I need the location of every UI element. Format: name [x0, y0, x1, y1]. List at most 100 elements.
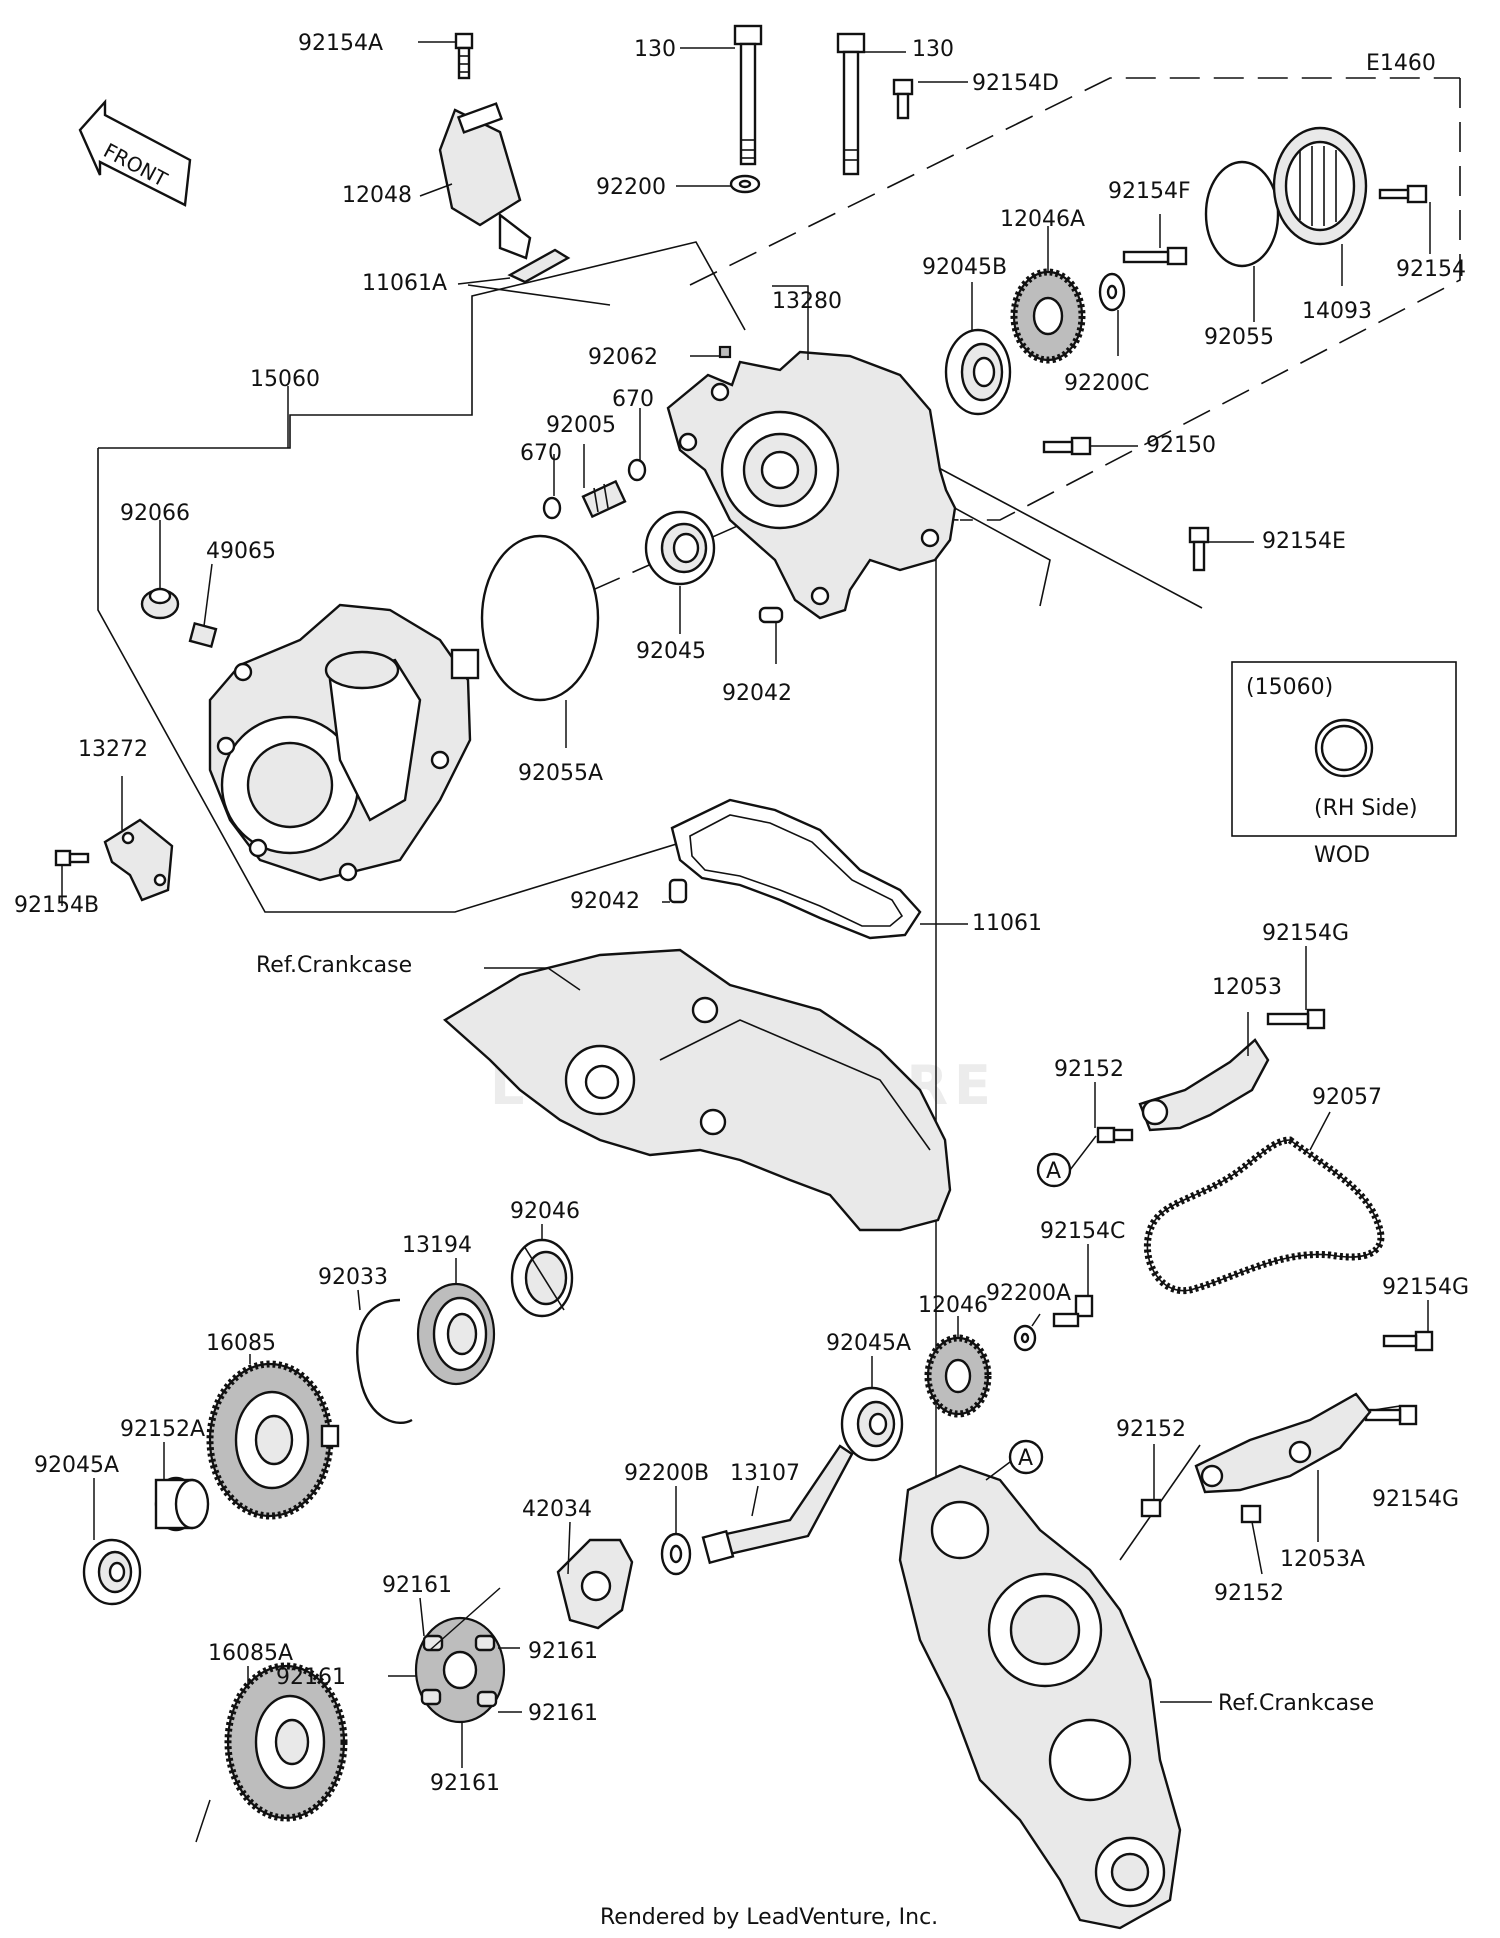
dowel-92042-top	[758, 606, 784, 624]
label-92161-right-upper: 92161	[528, 1639, 598, 1664]
label-92062: 92062	[588, 345, 658, 370]
washer-92200A	[1013, 1324, 1037, 1352]
water-pump-15060	[208, 603, 480, 882]
label-670-upper: 670	[612, 387, 654, 412]
label-92045A-left: 92045A	[34, 1453, 119, 1478]
label-92033: 92033	[318, 1265, 388, 1290]
label-92161-left: 92161	[276, 1665, 346, 1690]
part-49065	[188, 621, 218, 649]
collar-92152-lower-left	[1140, 1498, 1162, 1518]
label-92200B: 92200B	[624, 1461, 709, 1486]
crankcase-ref-lower	[898, 1464, 1182, 1930]
callout-a-left: A	[1036, 1135, 1097, 1188]
inset-subtitle: (RH Side)	[1314, 796, 1418, 821]
gear-16085	[206, 1360, 340, 1520]
label-92152-lower-right: 92152	[1214, 1581, 1284, 1606]
label-92066: 92066	[120, 501, 190, 526]
circlip-92033	[356, 1298, 413, 1425]
label-92152-lower-left: 92152	[1116, 1417, 1186, 1442]
washer-92200C	[1098, 272, 1126, 312]
label-ref-crankcase-lower: Ref.Crankcase	[1218, 1691, 1374, 1716]
washer-92200	[729, 174, 761, 194]
label-11061: 11061	[972, 911, 1042, 936]
label-92154F: 92154F	[1108, 179, 1191, 204]
label-92045A-right: 92045A	[826, 1331, 911, 1356]
label-92045: 92045	[636, 639, 706, 664]
bracket-13272	[103, 818, 174, 902]
label-92200A: 92200A	[986, 1281, 1071, 1306]
bearing-92045	[644, 510, 716, 586]
label-92200: 92200	[596, 175, 666, 200]
label-92154B: 92154B	[14, 893, 99, 918]
label-16085: 16085	[206, 1331, 276, 1356]
label-ref-crankcase-upper: Ref.Crankcase	[256, 953, 412, 978]
label-670-lower: 670	[520, 441, 562, 466]
bearing-92045B	[944, 328, 1012, 416]
guide-12053	[1138, 1038, 1270, 1132]
label-92154A: 92154A	[298, 31, 383, 56]
cover-14093	[1272, 126, 1368, 246]
label-92154G-right: 92154G	[1382, 1275, 1469, 1300]
bolt-92154E	[1188, 526, 1210, 572]
label-92200C: 92200C	[1064, 371, 1149, 396]
diagram-id: E1460	[1366, 51, 1436, 76]
hub-42034	[556, 1538, 634, 1630]
label-92161-top: 92161	[382, 1573, 452, 1598]
bolt-92154C	[1052, 1294, 1094, 1328]
label-92154D: 92154D	[972, 71, 1059, 96]
label-92154E: 92154E	[1262, 529, 1346, 554]
label-92152A: 92152A	[120, 1417, 205, 1442]
gear-16085A	[224, 1662, 348, 1822]
label-92154C: 92154C	[1040, 1219, 1125, 1244]
shaft-13107	[701, 1444, 854, 1565]
label-130-left: 130	[634, 37, 676, 62]
bolt-92154D	[892, 78, 914, 120]
gasket-11061A	[507, 248, 571, 284]
bolt-92154G-lower	[1364, 1404, 1418, 1426]
label-92046: 92046	[510, 1199, 580, 1224]
label-12053A: 12053A	[1280, 1547, 1365, 1572]
label-13194: 13194	[402, 1233, 472, 1258]
inset-title: (15060)	[1246, 675, 1333, 700]
part-labels: 92154A 12048 11061A 130 130 92154D 92200…	[14, 31, 1469, 1796]
bearing-92045A-right	[840, 1386, 904, 1462]
gear-12046A	[1010, 268, 1086, 364]
label-14093: 14093	[1302, 299, 1372, 324]
label-92154G-upper: 92154G	[1262, 921, 1349, 946]
label-13272: 13272	[78, 737, 148, 762]
fitting-92005	[581, 479, 627, 519]
bolt-92150	[1042, 436, 1092, 456]
bolt-92154A	[454, 32, 474, 80]
label-12053: 12053	[1212, 975, 1282, 1000]
bearing-92046	[510, 1238, 574, 1318]
cover-13280	[666, 350, 957, 620]
label-92154: 92154	[1396, 257, 1466, 282]
crankcase-ref-upper	[442, 948, 952, 1232]
label-92057: 92057	[1312, 1085, 1382, 1110]
oring-92055A	[480, 534, 600, 702]
washer-92200B	[660, 1532, 692, 1576]
label-92045B: 92045B	[922, 255, 1007, 280]
label-12048: 12048	[342, 183, 412, 208]
label-42034: 42034	[522, 1497, 592, 1522]
gasket-11061	[670, 798, 922, 940]
svg-text:A: A	[1018, 1446, 1033, 1471]
inset-box: (15060) (RH Side) WOD	[1231, 661, 1457, 868]
plug-92062	[718, 345, 732, 359]
fitting-92066	[140, 587, 180, 620]
sleeve-92152A	[154, 1476, 210, 1532]
label-92055: 92055	[1204, 325, 1274, 350]
callout-a-right: A	[985, 1439, 1044, 1481]
bearing-92045A-left	[82, 1538, 142, 1606]
label-49065: 49065	[206, 539, 276, 564]
clutch-13194	[416, 1282, 496, 1386]
label-92005: 92005	[546, 413, 616, 438]
label-92152-upper: 92152	[1054, 1057, 1124, 1082]
bolt-92154B	[54, 849, 90, 867]
label-12046: 12046	[918, 1293, 988, 1318]
label-16085A: 16085A	[208, 1641, 293, 1666]
chain-92057	[1143, 1136, 1385, 1295]
dowel-92042-middle	[668, 878, 688, 904]
label-92161-bottom: 92161	[430, 1771, 500, 1796]
